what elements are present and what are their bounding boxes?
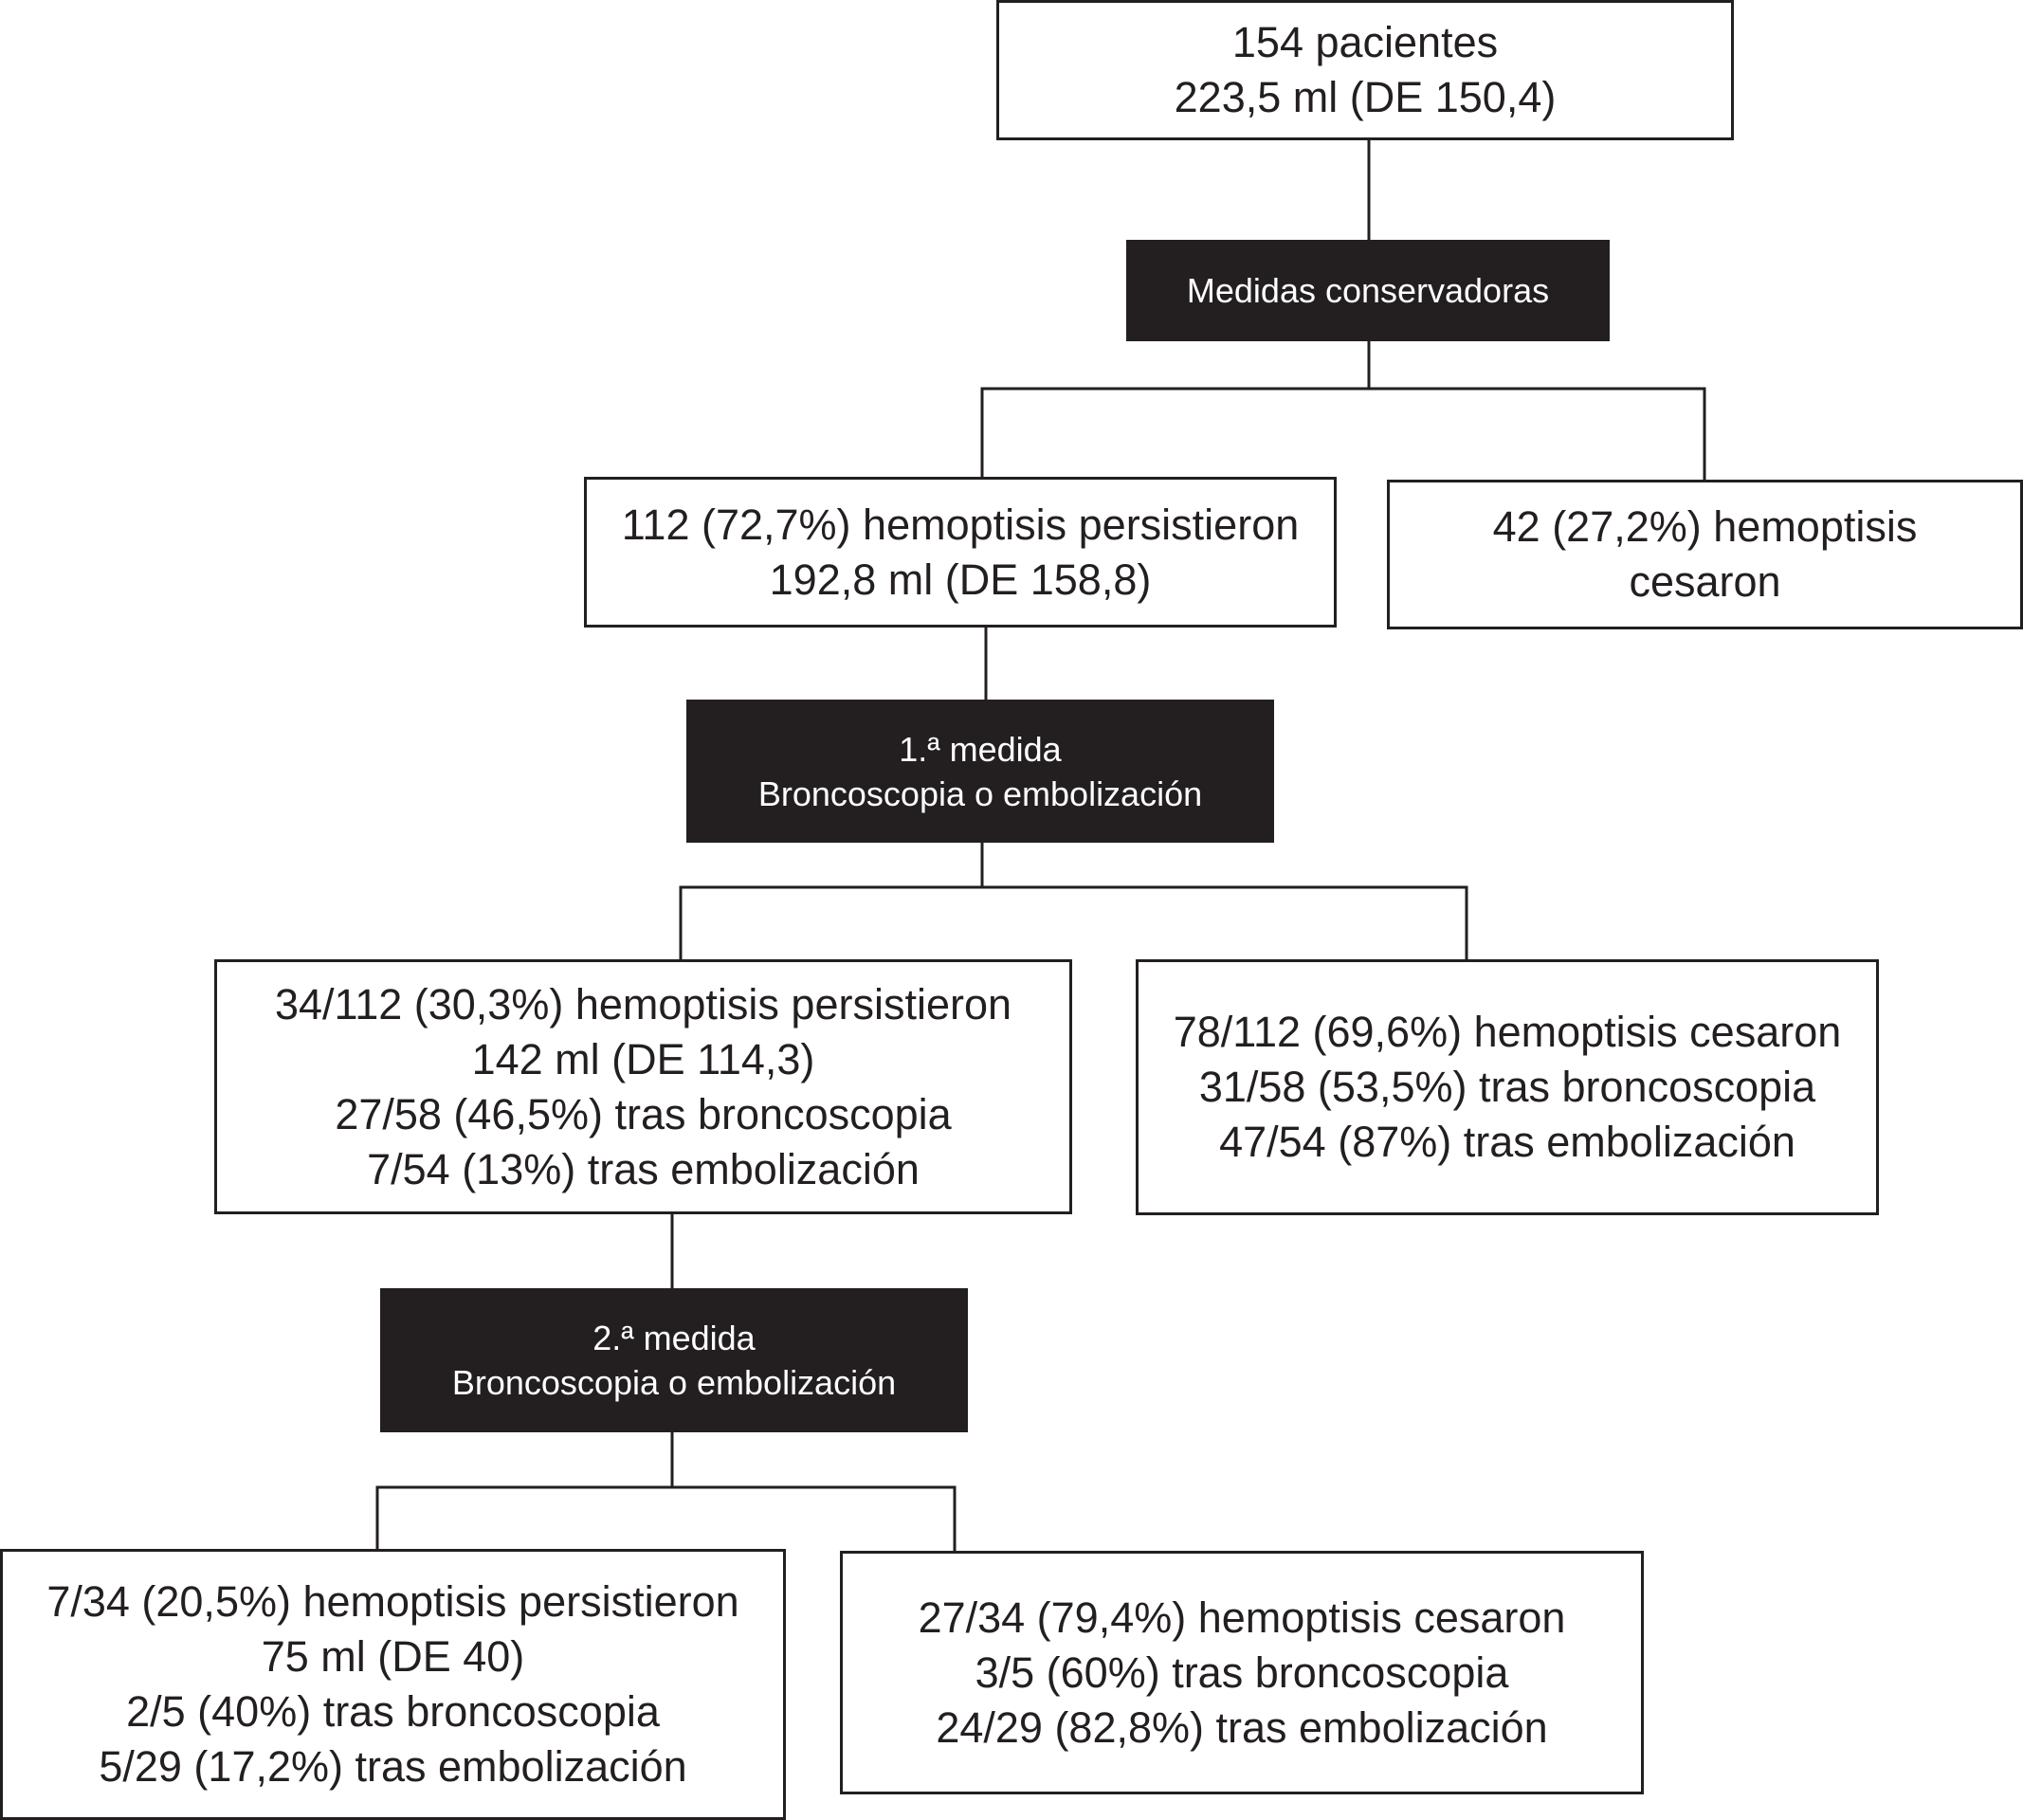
node-hemoptysis-ceased-42: 42 (27,2%) hemoptisis cesaron [1387, 480, 2023, 629]
node-hemoptysis-persisted-34: 34/112 (30,3%) hemoptisis persistieron 1… [214, 959, 1072, 1214]
node-hemoptysis-ceased-42-line-1: 42 (27,2%) hemoptisis [1492, 502, 1918, 551]
node-hemoptysis-persisted-7: 7/34 (20,5%) hemoptisis persistieron 75 … [0, 1549, 786, 1820]
node-hemoptysis-persisted-34-line-4: 7/54 (13%) tras embolización [367, 1144, 920, 1193]
connector-step3-split [375, 1485, 957, 1551]
step-second-measure-line-2: Broncoscopia o embolización [451, 1363, 897, 1402]
node-hemoptysis-persisted-34-line-3: 27/58 (46,5%) tras broncoscopia [335, 1089, 952, 1138]
node-hemoptysis-persisted-7-line-1: 7/34 (20,5%) hemoptisis persistieron [46, 1577, 739, 1626]
step-first-measure-line-2: Broncoscopia o embolización [757, 774, 1203, 813]
step-second-measure-line-1: 2.ª medida [592, 1319, 756, 1357]
step-conservative-measures: Medidas conservadoras [1126, 240, 1610, 341]
node-hemoptysis-persisted-7-line-3: 2/5 (40%) tras broncoscopia [126, 1687, 660, 1736]
node-hemoptysis-persisted-34-line-1: 34/112 (30,3%) hemoptisis persistieron [274, 979, 1012, 1028]
step-first-measure: 1.ª medida Broncoscopia o embolización [686, 700, 1274, 843]
step-second-measure: 2.ª medida Broncoscopia o embolización [380, 1288, 968, 1432]
node-hemoptysis-ceased-78: 78/112 (69,6%) hemoptisis cesaron 31/58 … [1136, 959, 1879, 1215]
connector-step1-split [980, 387, 1706, 488]
node-hemoptysis-ceased-42-line-2: cesaron [1629, 557, 1781, 606]
node-hemoptysis-persisted-34-line-2: 142 ml (DE 114,3) [471, 1034, 815, 1083]
node-hemoptysis-ceased-78-line-2: 31/58 (53,5%) tras broncoscopia [1198, 1063, 1816, 1111]
node-hemoptysis-ceased-27-line-1: 27/34 (79,4%) hemoptisis cesaron [918, 1592, 1566, 1642]
node-hemoptysis-persisted-7-line-2: 75 ml (DE 40) [261, 1632, 525, 1681]
step-conservative-measures-label: Medidas conservadoras [1186, 271, 1550, 310]
node-total-patients: 154 pacientes 223,5 ml (DE 150,4) [996, 0, 1734, 140]
connector-step2-split [679, 885, 1468, 961]
node-hemoptysis-persisted-112-line-2: 192,8 ml (DE 158,8) [769, 555, 1152, 604]
node-total-patients-line-1: 154 pacientes [1231, 18, 1499, 66]
node-hemoptysis-ceased-27-line-2: 3/5 (60%) tras broncoscopia [975, 1647, 1509, 1697]
node-hemoptysis-ceased-78-line-1: 78/112 (69,6%) hemoptisis cesaron [1173, 1008, 1842, 1056]
node-hemoptysis-ceased-78-line-3: 47/54 (87%) tras embolización [1219, 1118, 1795, 1166]
node-hemoptysis-persisted-112: 112 (72,7%) hemoptisis persistieron 192,… [584, 477, 1337, 628]
node-hemoptysis-ceased-27: 27/34 (79,4%) hemoptisis cesaron 3/5 (60… [840, 1551, 1644, 1794]
node-hemoptysis-ceased-27-line-3: 24/29 (82,8%) tras embolización [936, 1702, 1548, 1752]
node-total-patients-line-2: 223,5 ml (DE 150,4) [1174, 73, 1557, 121]
node-hemoptysis-persisted-7-line-4: 5/29 (17,2%) tras embolización [99, 1742, 687, 1791]
node-hemoptysis-persisted-112-line-1: 112 (72,7%) hemoptisis persistieron [621, 500, 1300, 549]
step-first-measure-line-1: 1.ª medida [899, 729, 1062, 769]
